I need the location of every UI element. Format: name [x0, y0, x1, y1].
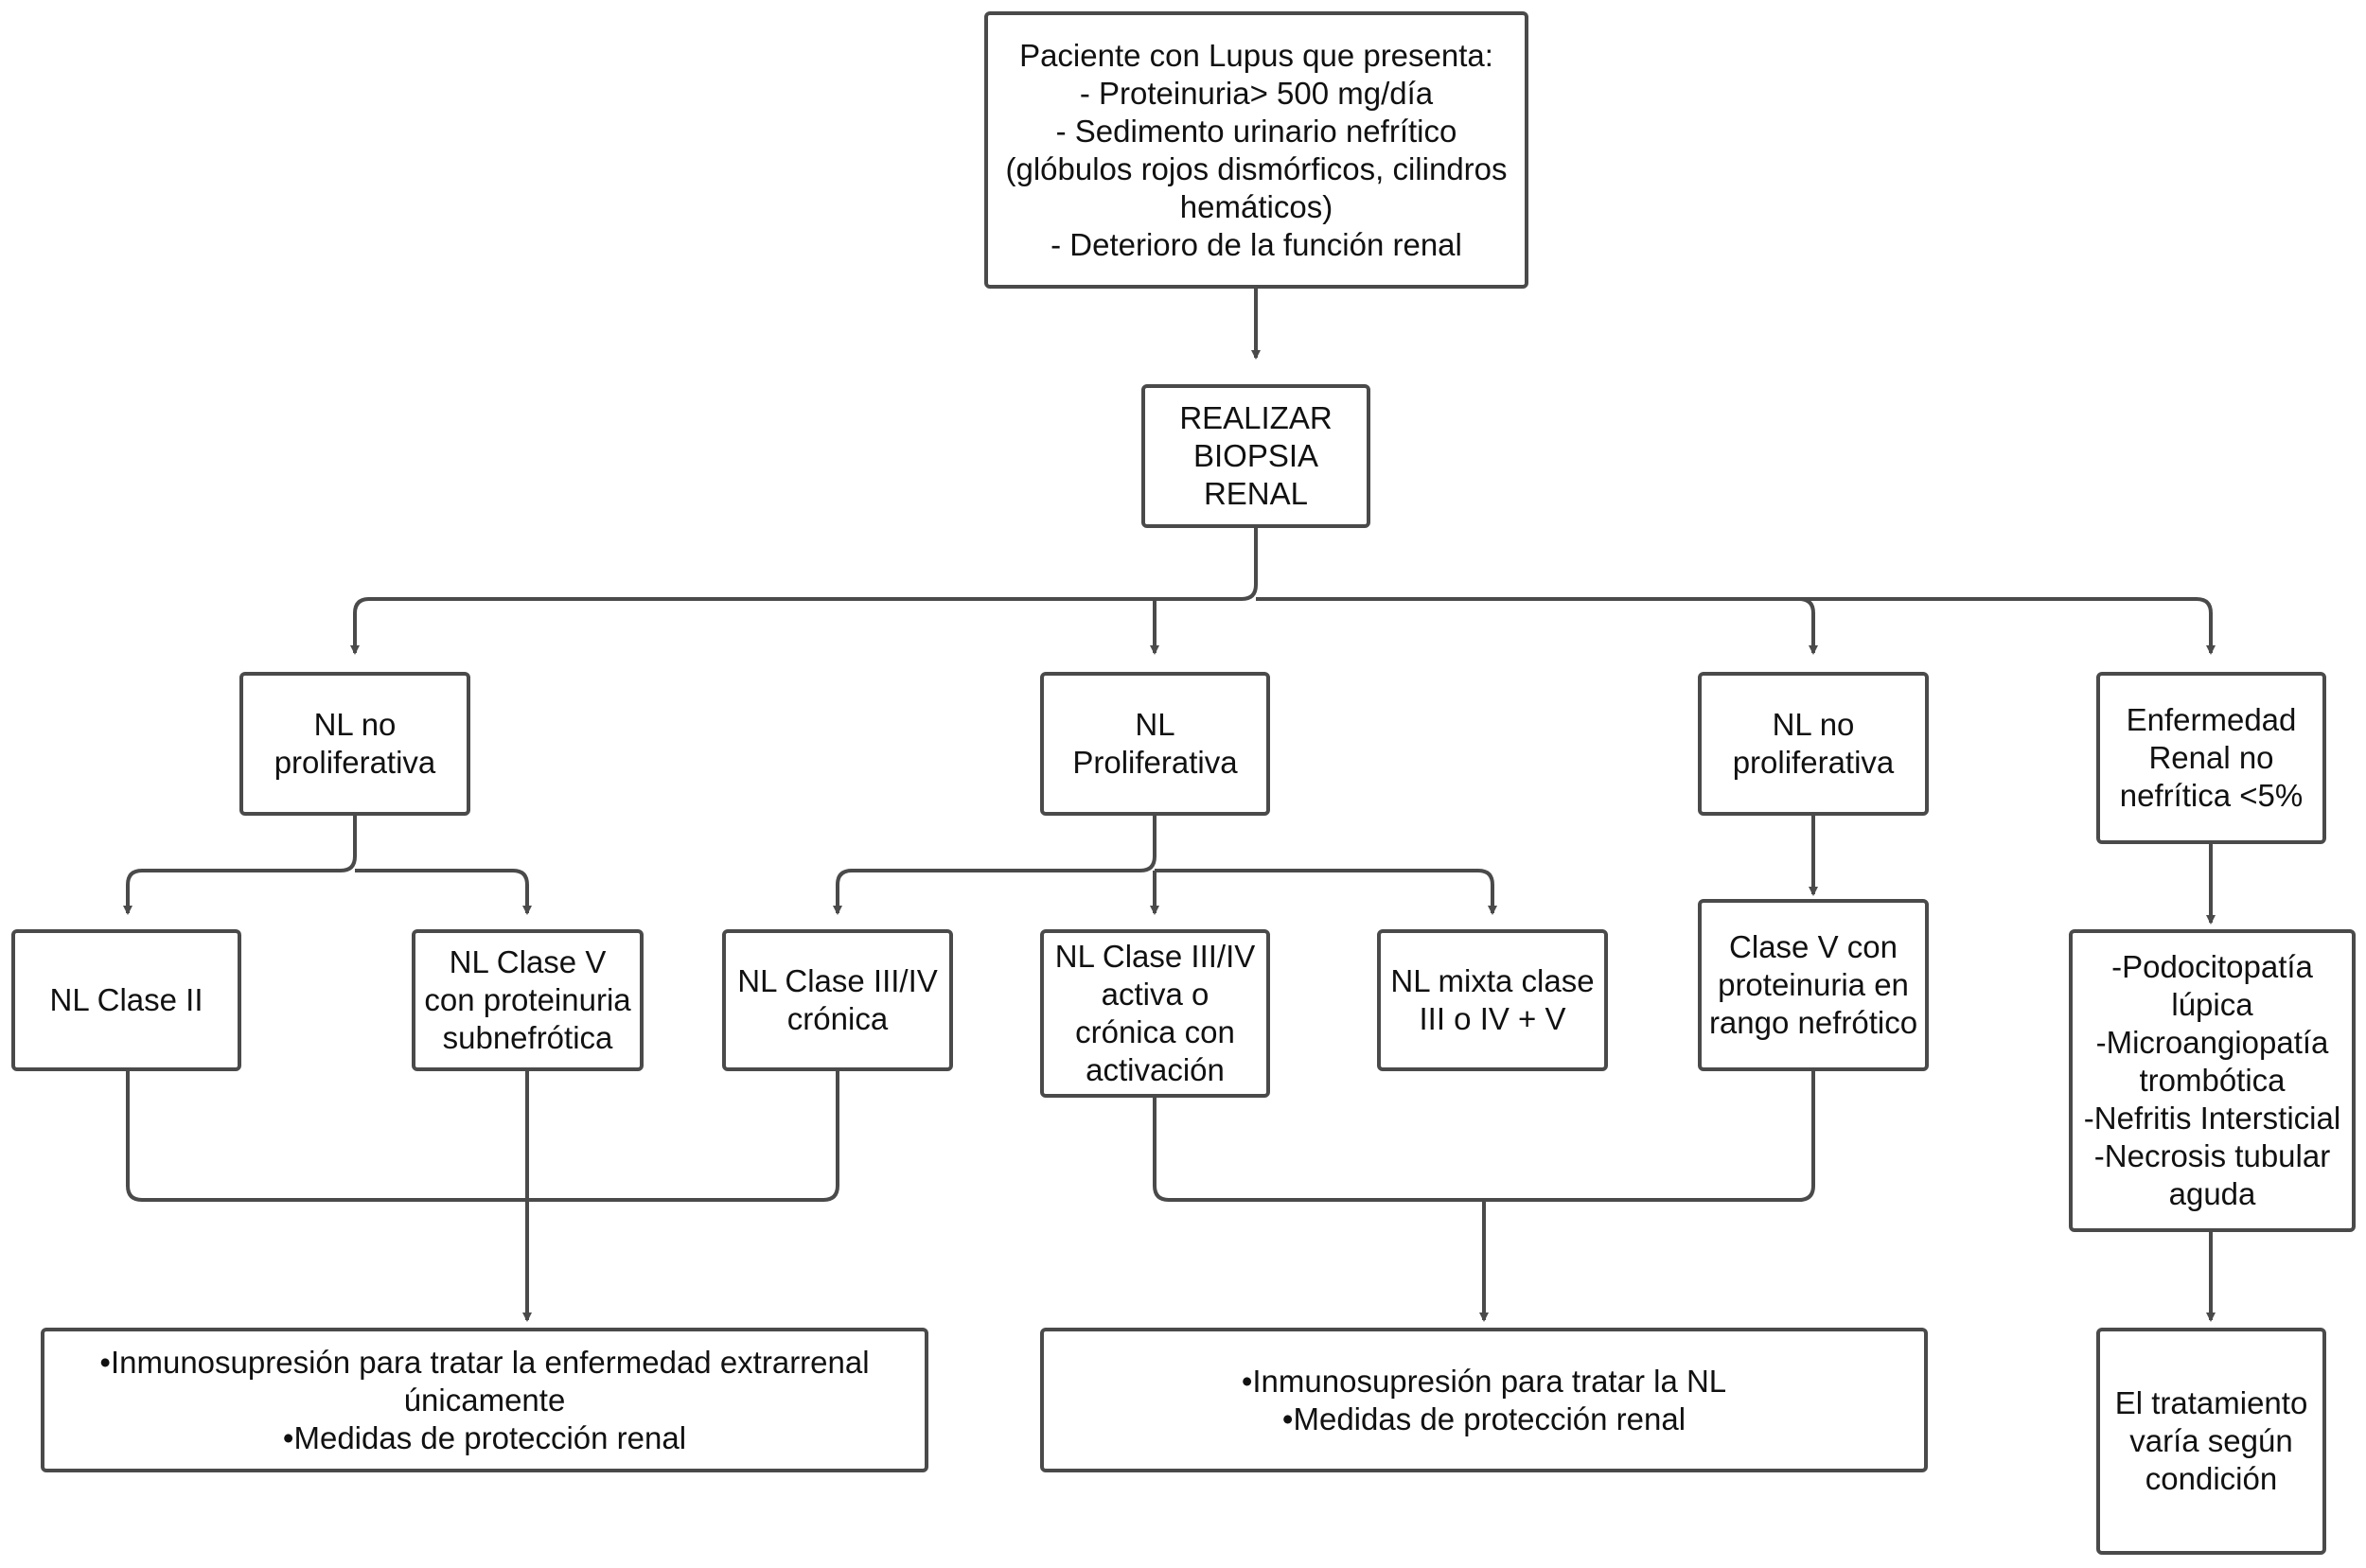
text-line: (glóbulos rojos dismórficos, cilindros — [1005, 150, 1508, 186]
text-line: hemáticos) — [1179, 188, 1333, 224]
text-line: Renal no — [2148, 740, 2274, 775]
text-line: REALIZAR — [1179, 400, 1333, 435]
text-line: subnefrótica — [442, 1020, 613, 1055]
node-clase-v-nefrotico: Clase V con proteinuria en rango nefróti… — [1698, 899, 1929, 1071]
text-line: - Proteinuria> 500 mg/día — [1079, 75, 1434, 111]
text-line: Enfermedad — [2126, 702, 2297, 737]
biopsy-branch-trunk — [350, 528, 1258, 655]
text-line: rango nefrótico — [1708, 1005, 1918, 1040]
text-line: proliferativa — [1732, 745, 1895, 780]
text-line: condición — [2145, 1461, 2278, 1496]
text-line: •Inmunosupresión para tratar la NL — [1241, 1363, 1727, 1399]
text-line: activación — [1086, 1052, 1225, 1087]
text-line: •Medidas de protección renal — [1281, 1401, 1686, 1436]
node-patient: Paciente con Lupus que presenta: - Prote… — [984, 11, 1528, 289]
text-line: III o IV + V — [1419, 1001, 1566, 1036]
text-line: - Deterioro de la función renal — [1051, 226, 1462, 262]
text-line: NL no — [1772, 707, 1855, 742]
node-tx-nl: •Inmunosupresión para tratar la NL •Medi… — [1040, 1328, 1928, 1472]
text-line: varía según — [2129, 1423, 2293, 1458]
text-line: NL Clase II — [49, 982, 203, 1017]
text-line: únicamente — [403, 1382, 566, 1418]
node-enfermedad-renal: Enfermedad Renal no nefrítica <5% — [2096, 672, 2326, 844]
text-line: -Necrosis tubular — [2093, 1138, 2331, 1173]
node-nl-mixta: NL mixta clase III o IV + V — [1377, 929, 1608, 1071]
text-line: NL no — [313, 707, 397, 742]
node-nl-clase-ii: NL Clase II — [11, 929, 241, 1071]
arrow-biopsy-to-enfermedad-renal — [1799, 597, 2216, 655]
arrow-biopsy-to-nl-no-prolif-2 — [1256, 597, 1818, 655]
text-line: RENAL — [1203, 476, 1309, 511]
text-line: Paciente con Lupus que presenta: — [1019, 37, 1493, 73]
text-line: NL Clase III/IV — [737, 963, 938, 998]
node-nl-prolif: NL Proliferativa — [1040, 672, 1270, 816]
text-line: proteinuria en — [1718, 967, 1909, 1002]
node-tx-extrarrenal: •Inmunosupresión para tratar la enfermed… — [41, 1328, 928, 1472]
text-line: nefrítica <5% — [2119, 778, 2304, 813]
text-line: - Sedimento urinario nefrítico — [1055, 113, 1457, 149]
text-line: -Nefritis Intersticial — [2083, 1101, 2341, 1136]
text-line: BIOPSIA — [1192, 438, 1319, 473]
text-line: -Microangiopatía — [2095, 1025, 2329, 1060]
text-line: NL Clase III/IV — [1054, 939, 1256, 974]
text-line: •Medidas de protección renal — [282, 1419, 687, 1455]
text-line: lúpica — [2171, 987, 2253, 1022]
arrow-to-nl-mixta — [1155, 869, 1497, 915]
branch-nl-prolif — [833, 816, 1157, 915]
text-line: NL — [1135, 707, 1175, 742]
text-line: crónica — [786, 1001, 889, 1036]
text-line: El tratamiento — [2114, 1385, 2308, 1420]
node-nl-clase-iii-iv-activa: NL Clase III/IV activa o crónica con act… — [1040, 929, 1270, 1098]
text-line: Proliferativa — [1072, 745, 1238, 780]
text-line: Clase V con — [1729, 929, 1898, 964]
node-nl-clase-v-sub: NL Clase V con proteinuria subnefrótica — [412, 929, 644, 1071]
text-line: -Podocitopatía — [2111, 949, 2313, 984]
arrow-to-nl-clase-v-sub — [355, 869, 532, 915]
node-tx-varia: El tratamiento varía según condición — [2096, 1328, 2326, 1555]
merge-left-group — [126, 1071, 839, 1202]
text-line: activa o — [1101, 977, 1209, 1012]
text-line: trombótica — [2139, 1063, 2286, 1098]
text-line: NL Clase V — [449, 944, 607, 979]
text-line: •Inmunosupresión para tratar la enfermed… — [99, 1344, 870, 1380]
text-line: con proteinuria — [424, 982, 631, 1017]
branch-nl-no-prolif-1 — [123, 816, 357, 915]
text-line: crónica con — [1075, 1014, 1235, 1049]
node-podocitopatia: -Podocitopatía lúpica -Microangiopatía t… — [2069, 929, 2356, 1232]
node-nl-clase-iii-iv-cronica: NL Clase III/IV crónica — [722, 929, 953, 1071]
node-biopsy: REALIZAR BIOPSIA RENAL — [1141, 384, 1370, 528]
node-nl-no-prolif-2: NL no proliferativa — [1698, 672, 1929, 816]
text-line: aguda — [2168, 1176, 2256, 1211]
text-line: NL mixta clase — [1390, 963, 1595, 998]
node-nl-no-prolif-1: NL no proliferativa — [239, 672, 470, 816]
text-line: proliferativa — [274, 745, 436, 780]
